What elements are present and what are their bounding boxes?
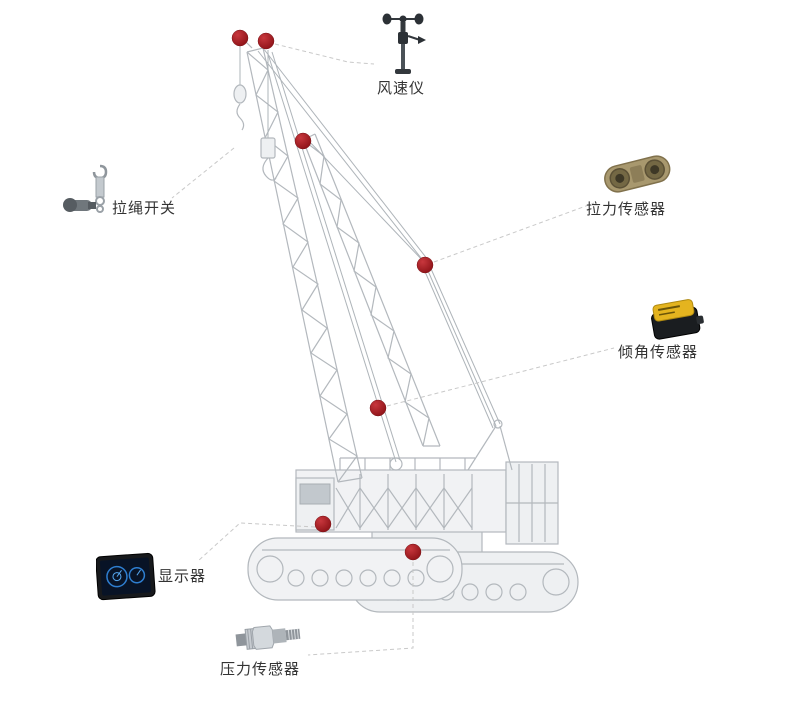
main-boom [234,32,363,483]
crane-body [295,419,559,545]
connector-pressure-sensor [307,562,414,656]
sensor-marker-boom-tip-aux [231,29,249,47]
sensor-marker-pendant-connection [416,256,434,274]
sensor-marker-cab [314,515,332,533]
label-tilt-sensor: 倾角传感器 [618,344,699,361]
label-anemometer: 风速仪 [377,80,426,97]
pressure-sensor-image [234,614,304,665]
label-pressure-sensor: 压力传感器 [220,661,301,678]
cables [257,47,501,463]
connector-lines [171,43,615,656]
tension-sensor-image [598,146,676,205]
label-display: 显示器 [158,568,207,585]
connector-anemometer [274,43,375,65]
sensor-marker-crawler-track [404,543,422,561]
tilt-sensor-image [648,294,704,349]
jib-mast [302,133,441,447]
display-image [95,550,156,609]
label-rope-pull-switch: 拉绳开关 [112,200,177,217]
crawler-track-near [247,537,463,601]
anemometer-image [380,6,426,83]
connector-display [197,522,316,562]
rope-pull-switch-image [62,162,118,225]
sensor-marker-boom-tip-main [257,32,275,50]
sensor-markers [231,29,434,561]
label-tension-sensor: 拉力传感器 [586,201,667,218]
sensor-marker-hoist-rope-mid [369,399,387,417]
sensor-marker-jib-tip [294,132,312,150]
connector-tension-sensor [433,202,595,263]
connector-tilt-sensor [386,347,615,407]
hook-block [233,42,277,181]
connector-rope-pull-switch [171,147,235,199]
cab-window [299,483,331,505]
